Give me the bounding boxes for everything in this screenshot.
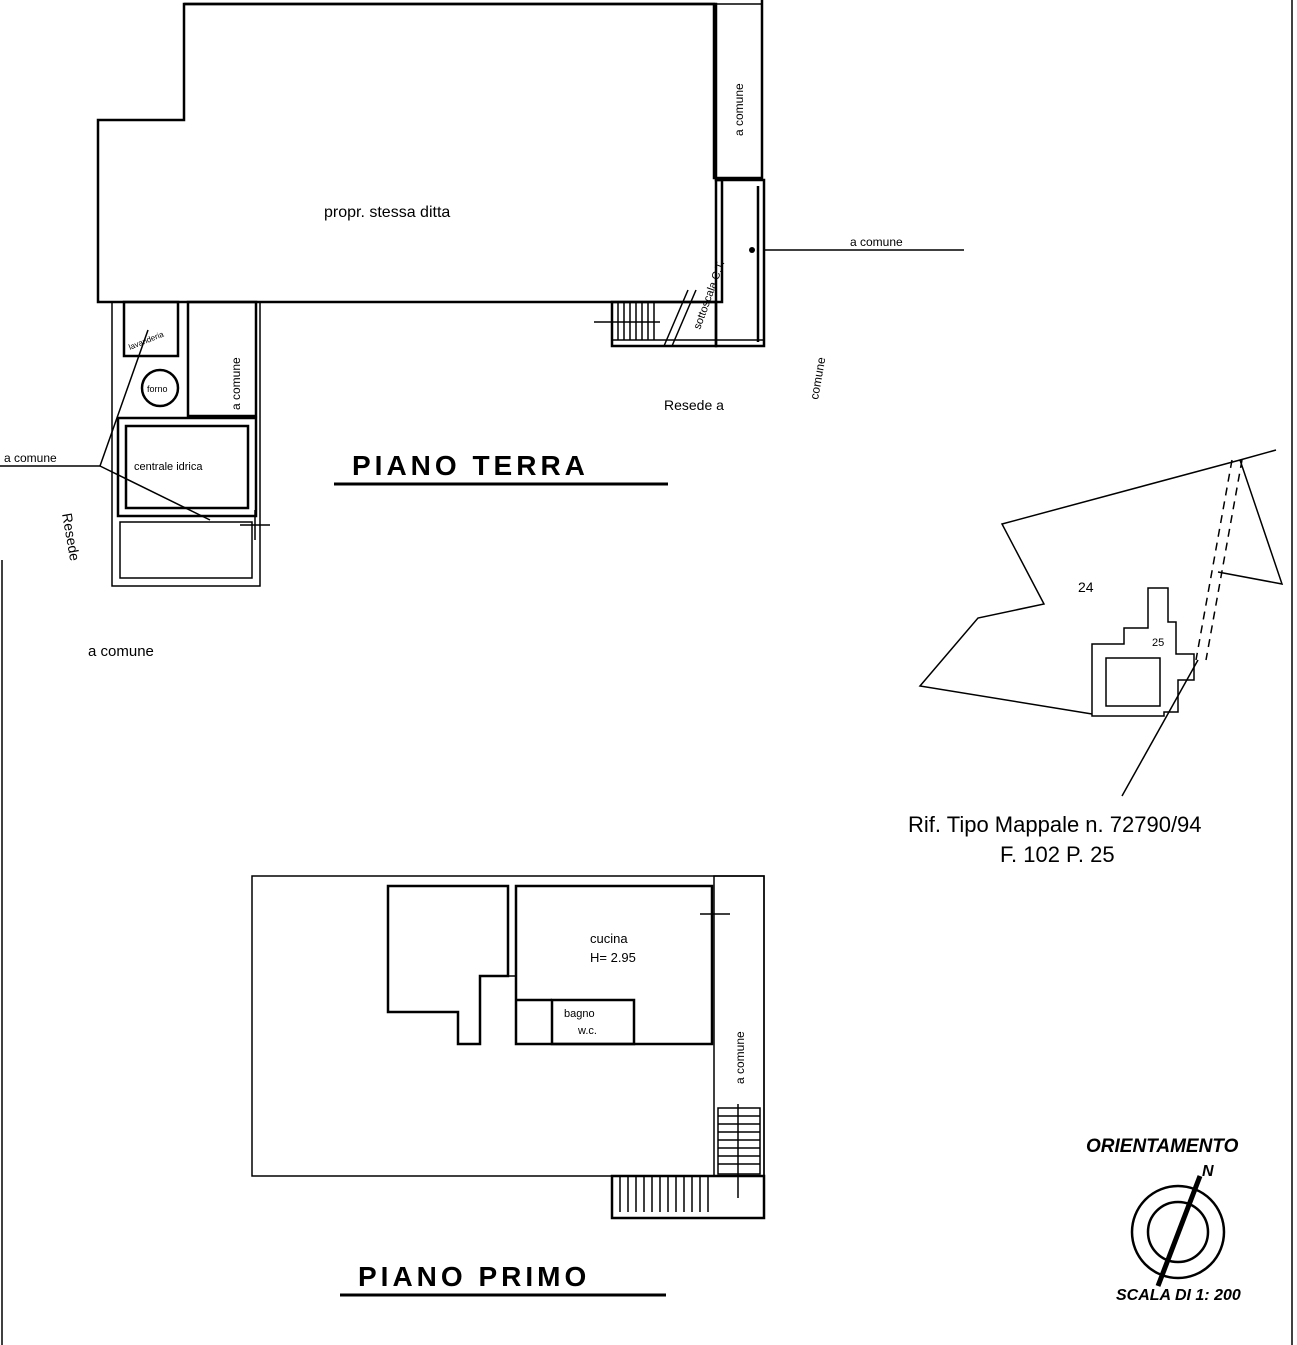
parcel-24-label: 24 [1078,579,1094,595]
propr-label: propr. stessa ditta [324,204,450,221]
resede-right-comune-label: comune [807,356,828,401]
compass-outer-ring [1130,1184,1226,1280]
forno-oven [140,368,180,408]
resede-left-comune-label: a comune [88,643,154,660]
comune-left-label: a comune [229,357,243,410]
parcel-dash-2 [1205,459,1243,661]
stair-lower-treads [619,1176,709,1212]
site-ref-line1: Rif. Tipo Mappale n. 72790/94 [908,812,1202,837]
room-left [386,884,510,1046]
site-map: 24 25 Rif. Tipo Mappale n. 72790/94 F. 1… [908,449,1284,867]
parcel-boundary [918,449,1277,715]
portico-room [119,521,253,579]
building-footprint [1091,587,1195,717]
comune-left-room [186,300,258,418]
orientation-title: ORIENTAMENTO [1086,1136,1239,1157]
comune-left-top-label: a comune [4,451,57,465]
parcel-boundary-right [1217,459,1284,585]
cucina-room [514,884,714,1046]
main-building-outline [184,0,764,180]
north-label: N [1202,1163,1214,1180]
resede-left-label: Resede [59,512,83,563]
stair-upper-treads [718,1115,760,1165]
ground-floor-title: PIANO TERRA [352,450,589,481]
leader-to-lavanderia [99,329,149,467]
stair-break-2 [671,289,697,347]
sottoscala-room [714,178,766,348]
lavanderia-room [122,300,180,358]
wc-label: w.c. [577,1025,597,1037]
cucina-label: cucina [590,931,628,946]
leader-to-centrale [99,465,211,521]
bagno-label: bagno [564,1008,595,1020]
parcel-25-label: 25 [1152,637,1164,649]
scale-label: SCALA DI 1: 200 [1116,1287,1241,1304]
stair-lower [610,1174,766,1220]
centrale-outer [116,416,258,518]
ground-stair [610,300,718,348]
north-arrow [1155,1175,1203,1287]
leader-dot [749,247,755,253]
parcel-dash-1 [1195,459,1233,661]
building-inner [1105,657,1161,707]
site-ref-line2: F. 102 P. 25 [1000,842,1115,867]
stair-break-1 [663,289,689,347]
first-comune-label: a comune [733,1031,747,1084]
ground-floor-plan: propr. stessa ditta a comune sottoscala … [0,0,964,660]
ground-stair-treads [612,302,764,341]
bagno-room [550,998,636,1046]
first-floor-plan: cucina H= 2.95 bagno w.c. a comune PIANO… [251,875,766,1297]
forno-label: forno [147,384,168,394]
comune-right-line-label: a comune [850,235,903,249]
parcel-line-down [1121,659,1199,797]
resede-right-label: Resede a [664,397,724,413]
first-comune-strip [713,875,765,1177]
stair-upper [717,1107,761,1175]
left-annex-outline [111,301,261,587]
height-label: H= 2.95 [590,950,636,965]
compass-inner-ring [1146,1200,1210,1264]
centrale-label: centrale idrica [134,461,203,473]
comune-strip-top-label: a comune [732,83,746,136]
orientation-compass: ORIENTAMENTO N SCALA DI 1: 200 [1086,1136,1241,1304]
first-floor-title: PIANO PRIMO [358,1261,590,1292]
main-block [96,2,724,304]
